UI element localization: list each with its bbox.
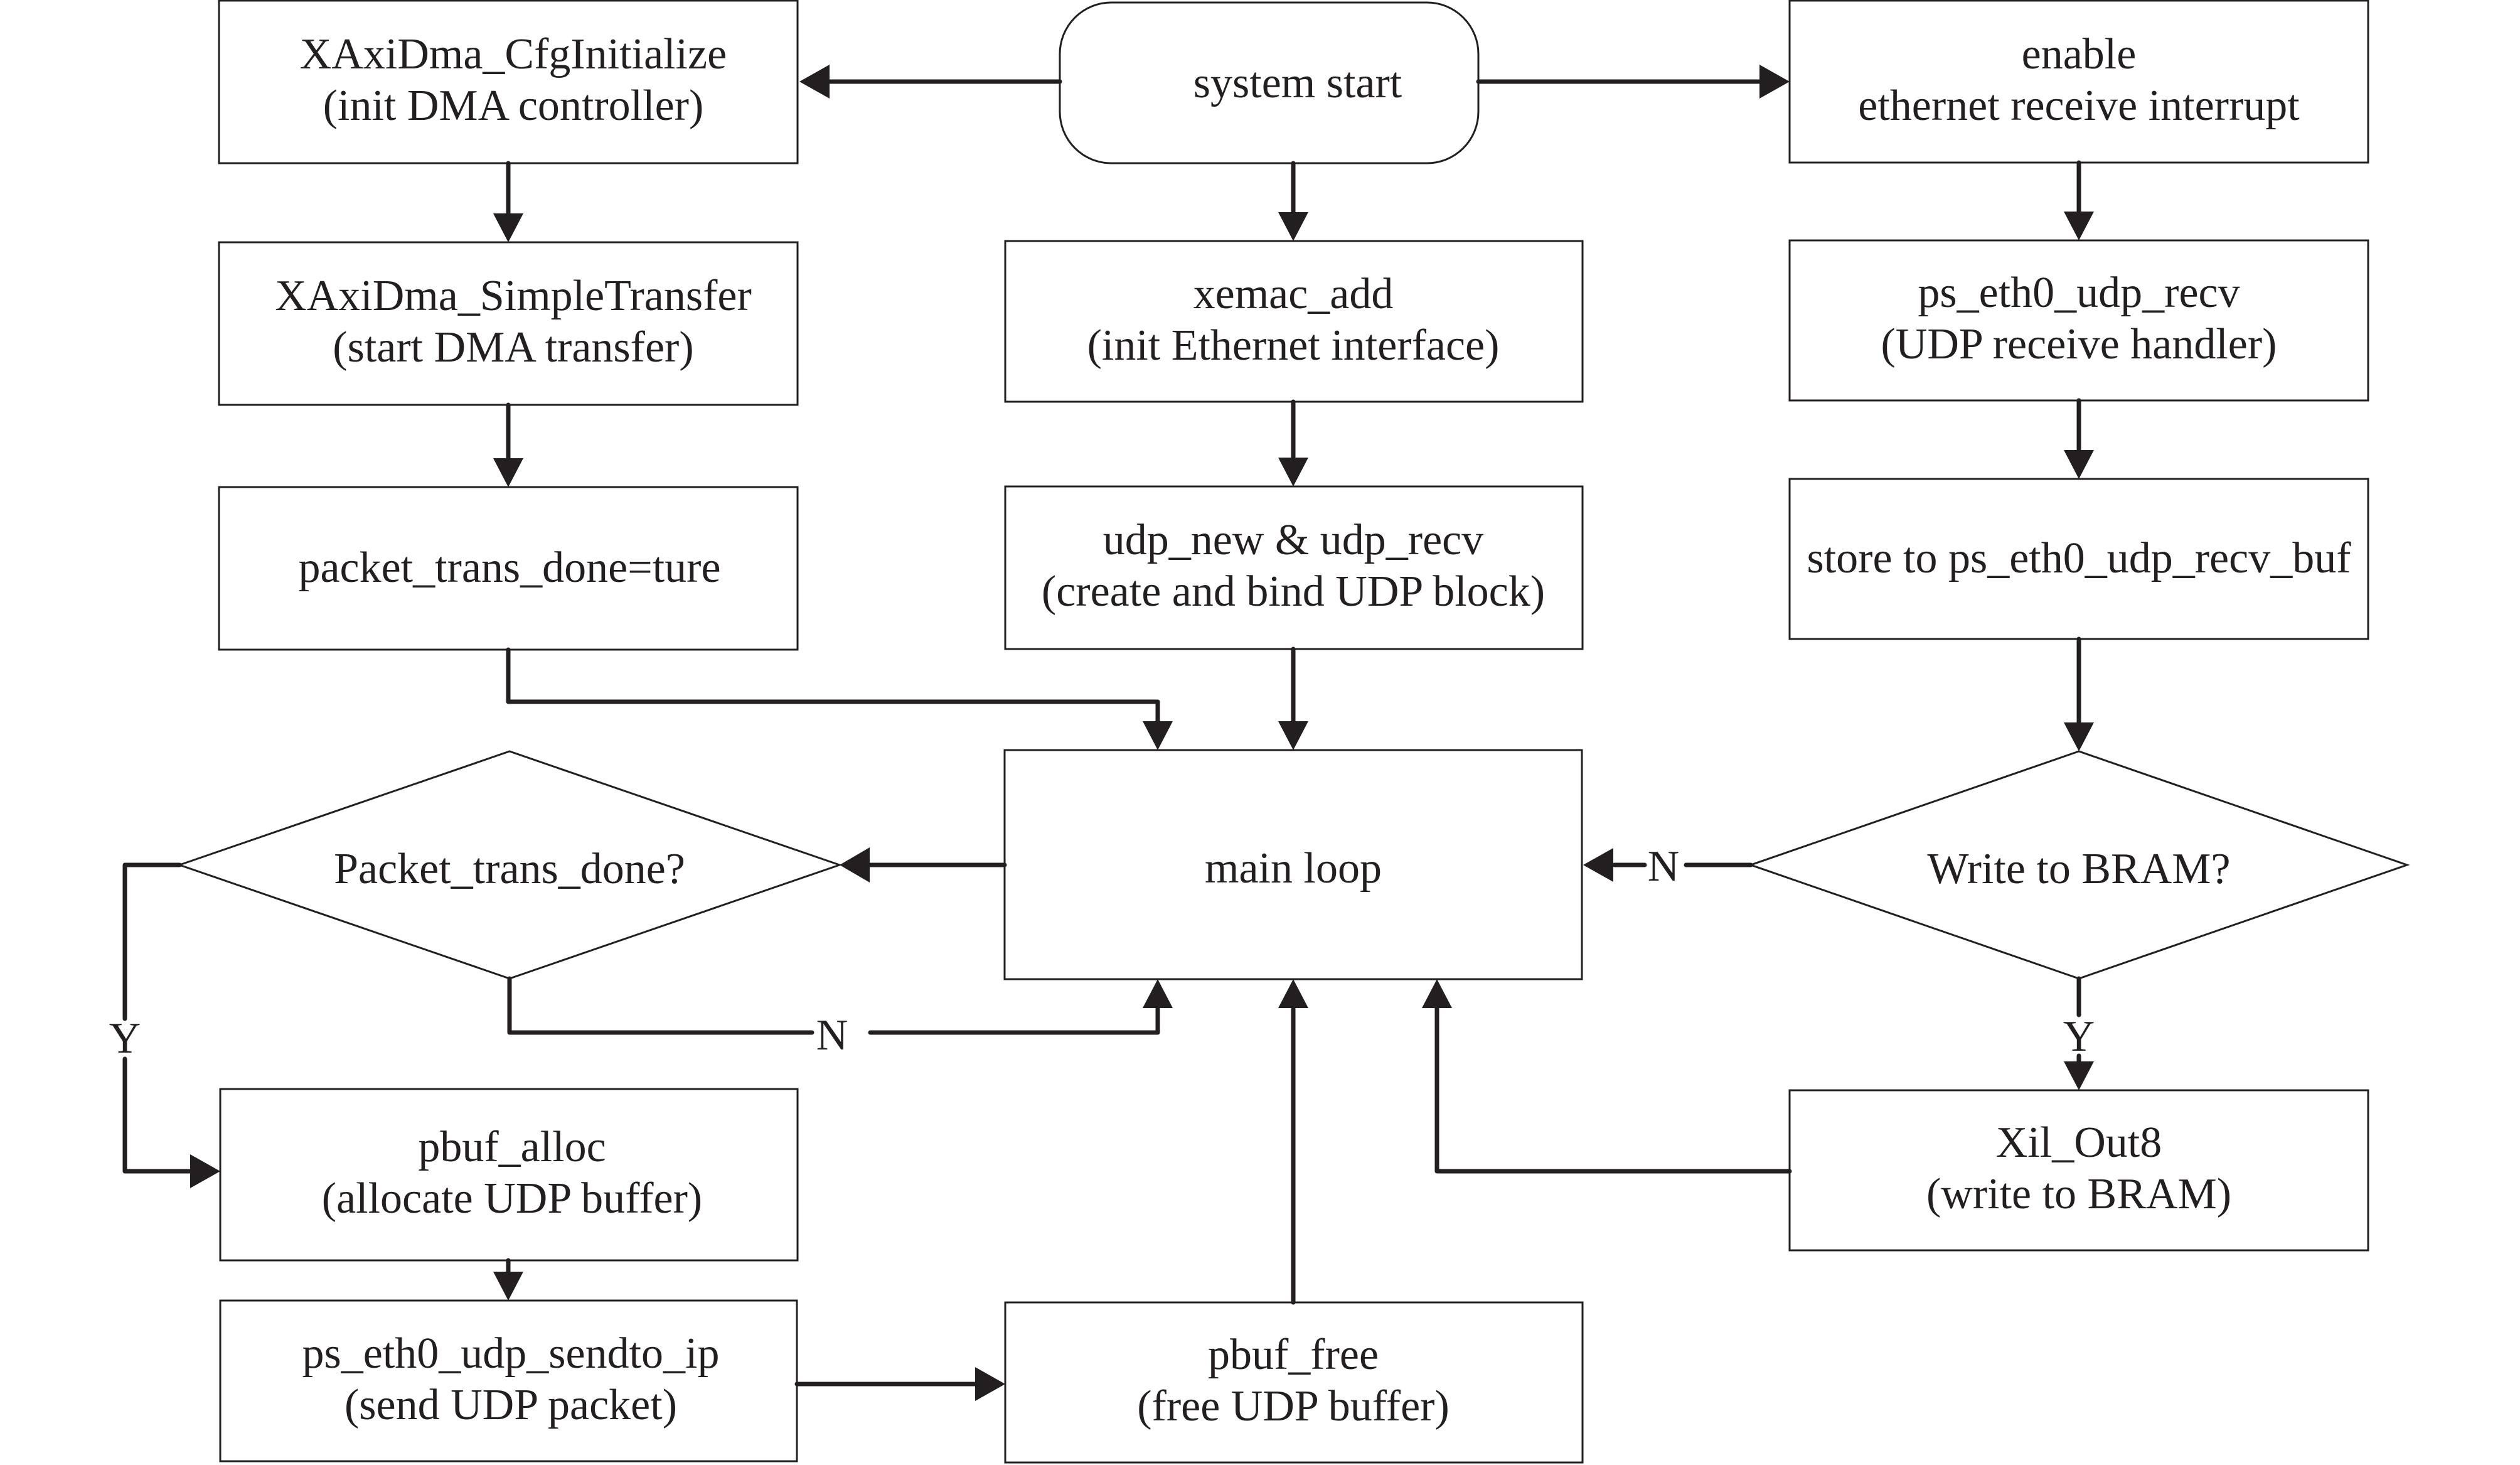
svg-text:Y: Y (109, 1014, 141, 1063)
svg-text:pbuf_free: pbuf_free (1208, 1331, 1379, 1379)
svg-text:ps_eth0_udp_recv: ps_eth0_udp_recv (1918, 269, 2240, 317)
svg-text:(start DMA transfer): (start DMA transfer) (333, 323, 693, 372)
svg-text:(UDP receive handler): (UDP receive handler) (1881, 320, 2277, 368)
svg-text:(write to BRAM): (write to BRAM) (1926, 1170, 2231, 1218)
svg-text:Packet_trans_done?: Packet_trans_done? (334, 845, 685, 893)
svg-text:pbuf_alloc: pbuf_alloc (418, 1123, 606, 1171)
svg-text:(init DMA controller): (init DMA controller) (323, 82, 704, 130)
svg-text:(create and bind UDP block): (create and bind UDP block) (1042, 567, 1545, 616)
svg-text:main loop: main loop (1205, 844, 1382, 893)
svg-text:(free UDP buffer): (free UDP buffer) (1137, 1382, 1450, 1430)
svg-text:ps_eth0_udp_sendto_ip: ps_eth0_udp_sendto_ip (302, 1329, 720, 1378)
svg-text:(init Ethernet interface): (init Ethernet interface) (1087, 321, 1500, 370)
svg-text:N: N (1648, 842, 1680, 891)
svg-text:xemac_add: xemac_add (1193, 270, 1394, 318)
svg-text:Write to BRAM?: Write to BRAM? (1927, 845, 2230, 893)
svg-text:system start: system start (1193, 59, 1402, 107)
svg-text:(allocate UDP buffer): (allocate UDP buffer) (322, 1174, 702, 1223)
svg-text:store to ps_eth0_udp_recv_buf: store to ps_eth0_udp_recv_buf (1807, 534, 2351, 582)
svg-text:Xil_Out8: Xil_Out8 (1996, 1119, 2162, 1167)
svg-text:enable: enable (2022, 30, 2137, 78)
svg-text:ethernet receive interrupt: ethernet receive interrupt (1858, 82, 2300, 130)
svg-text:packet_trans_done=ture: packet_trans_done=ture (298, 544, 720, 592)
svg-text:XAxiDma_CfgInitialize: XAxiDma_CfgInitialize (300, 30, 727, 78)
svg-text:N: N (816, 1011, 848, 1060)
svg-text:(send UDP packet): (send UDP packet) (344, 1381, 677, 1429)
svg-text:udp_new & udp_recv: udp_new & udp_recv (1103, 516, 1484, 564)
svg-text:XAxiDma_SimpleTransfer: XAxiDma_SimpleTransfer (275, 272, 752, 320)
svg-text:Y: Y (2063, 1012, 2095, 1061)
